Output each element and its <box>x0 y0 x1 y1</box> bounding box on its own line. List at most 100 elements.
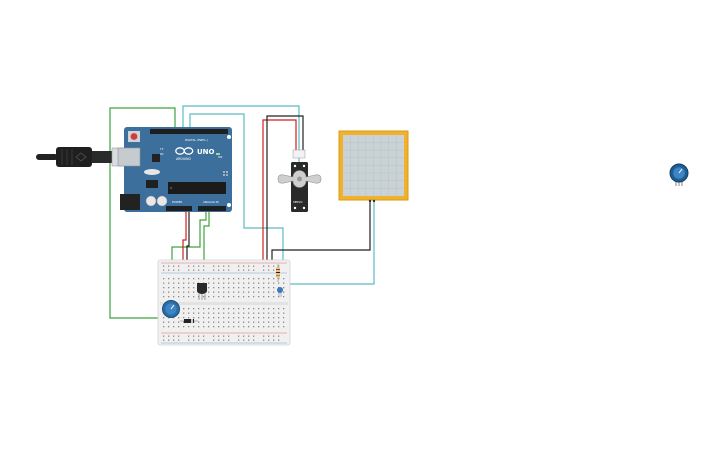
breadboard-hole[interactable] <box>223 287 225 289</box>
breadboard-hole[interactable] <box>263 287 265 289</box>
breadboard-hole[interactable] <box>168 287 170 289</box>
breadboard-hole[interactable] <box>213 269 215 271</box>
breadboard-hole[interactable] <box>218 287 220 289</box>
breadboard-hole[interactable] <box>248 308 250 310</box>
breadboard-hole[interactable] <box>213 326 215 328</box>
breadboard-hole[interactable] <box>283 321 285 323</box>
breadboard-hole[interactable] <box>163 321 165 323</box>
wire-black-lcd[interactable] <box>271 200 371 268</box>
breadboard-hole[interactable] <box>283 278 285 280</box>
breadboard-hole[interactable] <box>228 308 230 310</box>
breadboard-hole[interactable] <box>253 312 255 314</box>
breadboard-hole[interactable] <box>208 282 210 284</box>
breadboard-hole[interactable] <box>173 317 175 319</box>
breadboard-hole[interactable] <box>243 269 245 271</box>
breadboard-hole[interactable] <box>278 326 280 328</box>
breadboard-hole[interactable] <box>273 287 275 289</box>
breadboard-hole[interactable] <box>173 335 175 337</box>
breadboard-hole[interactable] <box>228 321 230 323</box>
breadboard-hole[interactable] <box>268 269 270 271</box>
breadboard-hole[interactable] <box>163 291 165 293</box>
breadboard-hole[interactable] <box>278 278 280 280</box>
breadboard-hole[interactable] <box>168 296 170 298</box>
breadboard-hole[interactable] <box>178 282 180 284</box>
wire-black-gnd[interactable] <box>186 210 190 268</box>
breadboard-hole[interactable] <box>248 326 250 328</box>
breadboard-hole[interactable] <box>243 278 245 280</box>
breadboard-hole[interactable] <box>253 287 255 289</box>
breadboard-hole[interactable] <box>218 326 220 328</box>
breadboard-hole[interactable] <box>238 287 240 289</box>
breadboard-hole[interactable] <box>233 282 235 284</box>
breadboard-hole[interactable] <box>208 291 210 293</box>
breadboard-hole[interactable] <box>173 326 175 328</box>
breadboard-hole[interactable] <box>183 278 185 280</box>
breadboard-hole[interactable] <box>203 296 205 298</box>
breadboard-hole[interactable] <box>273 296 275 298</box>
breadboard-hole[interactable] <box>243 287 245 289</box>
breadboard-hole[interactable] <box>238 321 240 323</box>
breadboard-hole[interactable] <box>188 291 190 293</box>
breadboard-hole[interactable] <box>283 317 285 319</box>
breadboard-hole[interactable] <box>208 317 210 319</box>
breadboard-hole[interactable] <box>213 265 215 267</box>
breadboard-hole[interactable] <box>168 326 170 328</box>
breadboard-hole[interactable] <box>183 317 185 319</box>
breadboard-hole[interactable] <box>273 265 275 267</box>
breadboard-hole[interactable] <box>258 317 260 319</box>
breadboard-hole[interactable] <box>188 278 190 280</box>
breadboard-hole[interactable] <box>263 291 265 293</box>
breadboard-potentiometer[interactable] <box>162 300 180 318</box>
breadboard-hole[interactable] <box>173 265 175 267</box>
breadboard-hole[interactable] <box>178 291 180 293</box>
breadboard-hole[interactable] <box>248 335 250 337</box>
wire-red-servo[interactable] <box>262 119 297 268</box>
breadboard-hole[interactable] <box>193 312 195 314</box>
breadboard-hole[interactable] <box>193 282 195 284</box>
usb-jack[interactable] <box>117 147 141 167</box>
breadboard-hole[interactable] <box>198 308 200 310</box>
breadboard-hole[interactable] <box>173 287 175 289</box>
breadboard-hole[interactable] <box>193 269 195 271</box>
breadboard-hole[interactable] <box>208 287 210 289</box>
breadboard-hole[interactable] <box>218 291 220 293</box>
breadboard-hole[interactable] <box>198 269 200 271</box>
breadboard-hole[interactable] <box>223 308 225 310</box>
breadboard-hole[interactable] <box>268 282 270 284</box>
breadboard-hole[interactable] <box>243 321 245 323</box>
breadboard-hole[interactable] <box>223 278 225 280</box>
breadboard-hole[interactable] <box>183 282 185 284</box>
breadboard-hole[interactable] <box>263 312 265 314</box>
breadboard-hole[interactable] <box>278 308 280 310</box>
breadboard-hole[interactable] <box>273 312 275 314</box>
breadboard-hole[interactable] <box>283 287 285 289</box>
breadboard-hole[interactable] <box>228 339 230 341</box>
breadboard-hole[interactable] <box>213 291 215 293</box>
lcd-pin[interactable] <box>368 199 372 203</box>
breadboard-hole[interactable] <box>283 308 285 310</box>
breadboard-hole[interactable] <box>168 339 170 341</box>
breadboard-hole[interactable] <box>203 269 205 271</box>
breadboard-hole[interactable] <box>198 278 200 280</box>
breadboard-hole[interactable] <box>193 317 195 319</box>
breadboard-hole[interactable] <box>283 312 285 314</box>
breadboard-hole[interactable] <box>213 308 215 310</box>
breadboard-hole[interactable] <box>283 282 285 284</box>
breadboard-hole[interactable] <box>218 265 220 267</box>
breadboard-hole[interactable] <box>213 287 215 289</box>
breadboard-hole[interactable] <box>253 265 255 267</box>
breadboard-hole[interactable] <box>253 339 255 341</box>
breadboard-hole[interactable] <box>268 339 270 341</box>
breadboard-hole[interactable] <box>218 296 220 298</box>
breadboard-hole[interactable] <box>188 269 190 271</box>
breadboard-hole[interactable] <box>188 339 190 341</box>
breadboard-hole[interactable] <box>223 326 225 328</box>
wire-green-gnd[interactable] <box>109 107 176 319</box>
breadboard-hole[interactable] <box>188 312 190 314</box>
breadboard-hole[interactable] <box>248 282 250 284</box>
breadboard-hole[interactable] <box>233 278 235 280</box>
breadboard-hole[interactable] <box>163 287 165 289</box>
arduino-uno[interactable]: UNO ARDUINO DIGITAL (PWM~) POWER ANALOG … <box>117 127 232 212</box>
breadboard-hole[interactable] <box>238 282 240 284</box>
breadboard-hole[interactable] <box>203 321 205 323</box>
